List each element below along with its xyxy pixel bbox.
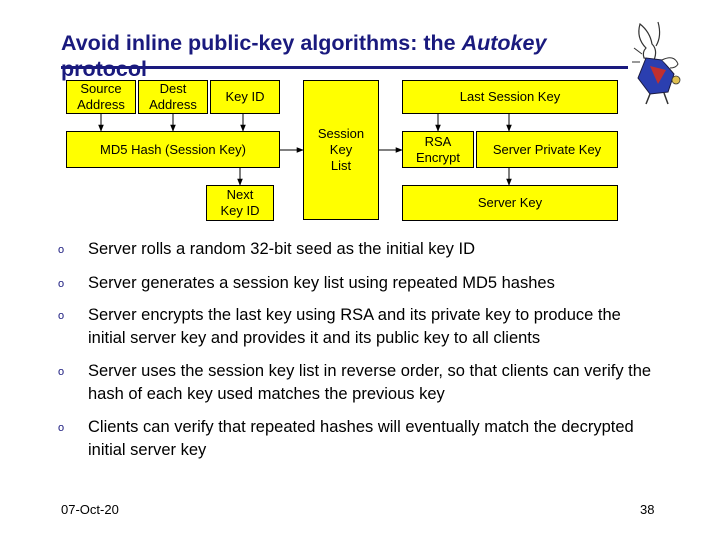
- bullet-marker: o: [58, 244, 65, 256]
- last-session-key-box: Last Session Key: [402, 80, 618, 114]
- slide-title-tail: protocol: [61, 57, 147, 81]
- bullet-text: Clients can verify that repeated hashes …: [88, 418, 634, 459]
- dest-address-box: Dest Address: [138, 80, 208, 114]
- slide-title-main: Avoid inline public-key algorithms: the: [61, 31, 462, 55]
- server-key-box: Server Key: [402, 185, 618, 221]
- md5-hash-box: MD5 Hash (Session Key): [66, 131, 280, 168]
- slide-title-emphasis: Autokey: [461, 31, 547, 55]
- bullet-marker: o: [58, 278, 65, 290]
- rsa-encrypt-box: RSA Encrypt: [402, 131, 474, 168]
- bullet-text: Server encrypts the last key using RSA a…: [88, 306, 621, 347]
- bullet-text: Server uses the session key list in reve…: [88, 362, 652, 403]
- session-key-list-box: Session Key List: [303, 80, 379, 220]
- key-id-box: Key ID: [210, 80, 280, 114]
- bullet-text: Server rolls a random 32-bit seed as the…: [88, 240, 476, 258]
- footer-date: 07-Oct-20: [61, 502, 119, 517]
- bullet-marker: o: [58, 310, 65, 322]
- slide-title: Avoid inline public-key algorithms: the …: [61, 30, 546, 82]
- bullet-text: Server generates a session key list usin…: [88, 274, 555, 292]
- next-key-id-box: Next Key ID: [206, 185, 274, 221]
- page-number: 38: [640, 502, 655, 517]
- server-private-key-box: Server Private Key: [476, 131, 618, 168]
- bullet-marker: o: [58, 422, 65, 434]
- source-address-box: Source Address: [66, 80, 136, 114]
- white-rabbit-logo-icon: [632, 21, 681, 105]
- title-underline: [61, 66, 628, 69]
- bullet-marker: o: [58, 366, 65, 378]
